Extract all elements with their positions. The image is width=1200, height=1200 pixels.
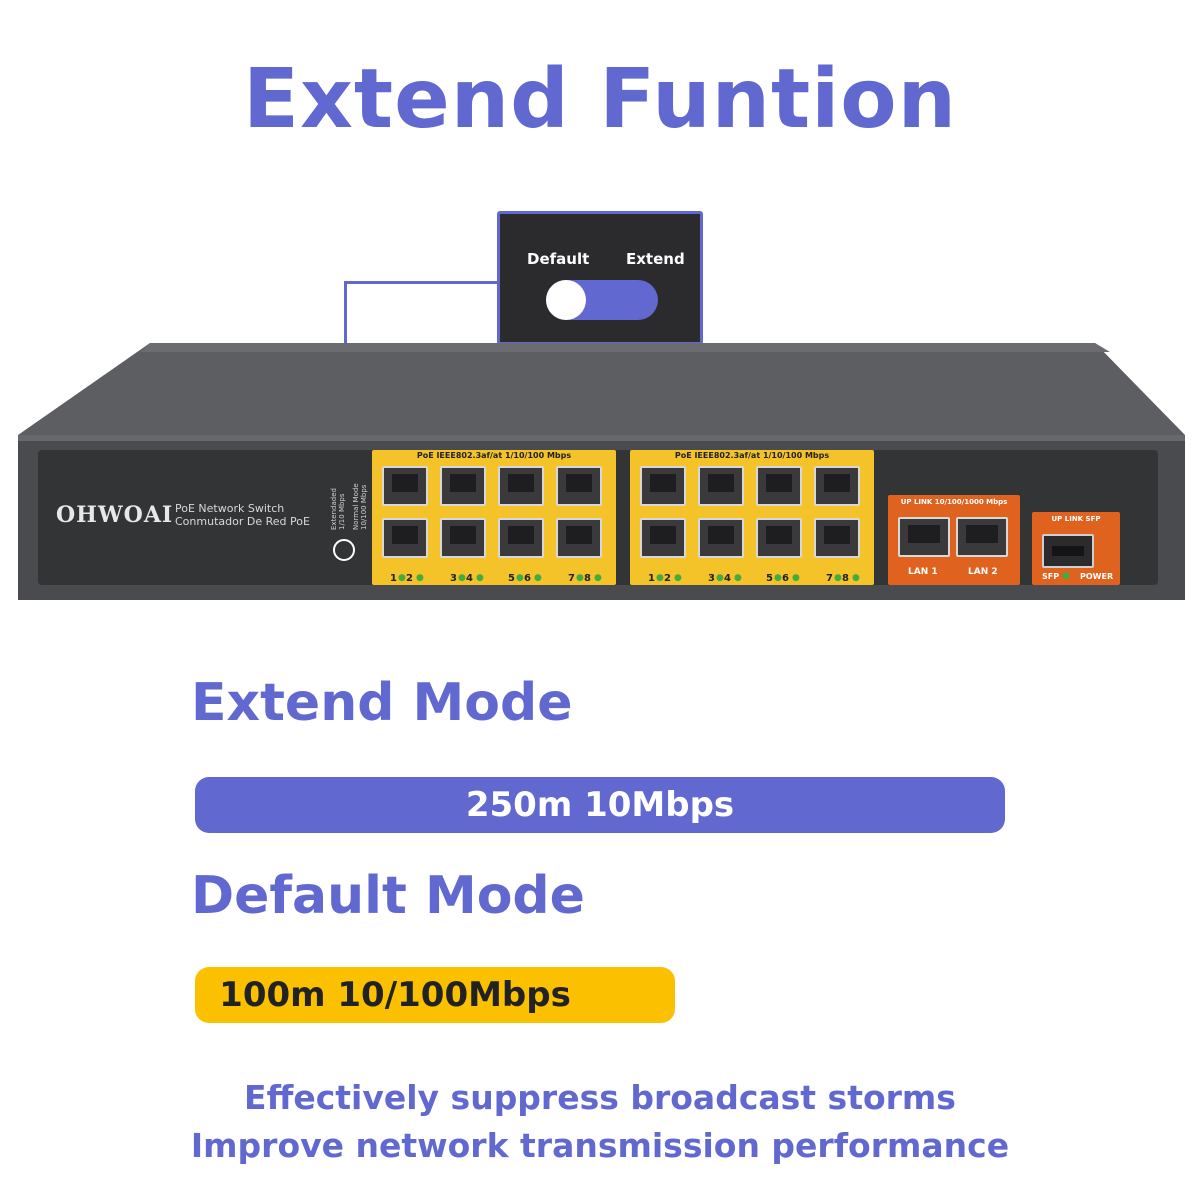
port-number: 1 bbox=[648, 573, 655, 584]
rj45-port[interactable] bbox=[440, 518, 486, 558]
default-mode-title: Default Mode bbox=[191, 866, 585, 926]
sfp-port[interactable] bbox=[1042, 534, 1094, 568]
brand-subtitle-1: PoE Network Switch bbox=[175, 502, 285, 515]
mode-toggle[interactable] bbox=[546, 280, 658, 320]
port-number: 6 bbox=[782, 573, 789, 584]
uplink-lan-group: UP LINK 10/100/1000 Mbps LAN 1 LAN 2 bbox=[888, 495, 1020, 585]
uplink-label: UP LINK 10/100/1000 Mbps bbox=[900, 498, 1008, 506]
headline: Extend Funtion bbox=[242, 52, 958, 147]
rj45-port[interactable] bbox=[382, 466, 428, 506]
port-number: 6 bbox=[524, 573, 531, 584]
led-icon: ● bbox=[852, 573, 860, 583]
poe-group-label: PoE IEEE802.3af/at 1/10/100 Mbps bbox=[674, 451, 830, 460]
rj45-port[interactable] bbox=[640, 518, 686, 558]
poe-port-group-1: PoE IEEE802.3af/at 1/10/100 Mbps 1 ● 2 ●… bbox=[372, 450, 616, 585]
led-icon: ● bbox=[576, 573, 584, 583]
network-switch: OHWOAI PoE Network Switch Conmutador De … bbox=[0, 340, 1200, 610]
power-label: POWER bbox=[1080, 572, 1114, 581]
led-icon: ● bbox=[398, 573, 406, 583]
led-icon: ● bbox=[734, 573, 742, 583]
port-number: 4 bbox=[466, 573, 473, 584]
lan1-label: LAN 1 bbox=[908, 567, 938, 577]
chassis-top bbox=[18, 343, 1185, 435]
port-number: 8 bbox=[584, 573, 591, 584]
port-number: 7 bbox=[568, 573, 575, 584]
dip-label-normal-speed: 10/100 Mbps bbox=[360, 484, 368, 530]
port-number: 5 bbox=[508, 573, 515, 584]
port-number: 7 bbox=[826, 573, 833, 584]
dip-label-normal: Normal Mode bbox=[352, 483, 360, 530]
dip-switch[interactable] bbox=[333, 539, 355, 561]
led-icon: ● bbox=[792, 573, 800, 583]
rj45-port[interactable] bbox=[498, 466, 544, 506]
default-label: Default bbox=[527, 250, 590, 268]
led-icon: ● bbox=[834, 573, 842, 583]
rj45-port[interactable] bbox=[382, 518, 428, 558]
extend-mode-value: 250m 10Mbps bbox=[195, 777, 1005, 833]
led-icon: ● bbox=[716, 573, 724, 583]
toggle-knob[interactable] bbox=[546, 280, 586, 320]
led-icon: ● bbox=[674, 573, 682, 583]
rj45-port[interactable] bbox=[556, 518, 602, 558]
rj45-port[interactable] bbox=[814, 518, 860, 558]
port-number: 3 bbox=[450, 573, 457, 584]
chassis-front-edge bbox=[18, 435, 1185, 441]
mode-switch-callout: Default Extend bbox=[497, 211, 703, 345]
dip-label-extend-speed: 1/10 Mbps bbox=[338, 493, 346, 530]
footer-line-1: Effectively suppress broadcast storms bbox=[244, 1078, 956, 1117]
rj45-port[interactable] bbox=[556, 466, 602, 506]
led-icon: ● bbox=[476, 573, 484, 583]
default-mode-value: 100m 10/100Mbps bbox=[219, 975, 571, 1015]
brand-logo: OHWOAI bbox=[56, 502, 174, 528]
lan2-label: LAN 2 bbox=[968, 567, 998, 577]
lan2-port[interactable] bbox=[956, 517, 1008, 557]
led-icon: ● bbox=[516, 573, 524, 583]
sfp-label: SFP bbox=[1042, 572, 1060, 581]
brand-subtitle-2: Conmutador De Red PoE bbox=[175, 515, 310, 528]
port-number: 8 bbox=[842, 573, 849, 584]
led-icon: ● bbox=[534, 573, 542, 583]
sfp-group-label: UP LINK SFP bbox=[1051, 515, 1101, 523]
led-icon: ● bbox=[774, 573, 782, 583]
port-number: 3 bbox=[708, 573, 715, 584]
led-icon: ● bbox=[656, 573, 664, 583]
default-mode-bar: 100m 10/100Mbps bbox=[195, 967, 675, 1023]
poe-group-label: PoE IEEE802.3af/at 1/10/100 Mbps bbox=[416, 451, 572, 460]
rj45-port[interactable] bbox=[698, 466, 744, 506]
rj45-port[interactable] bbox=[698, 518, 744, 558]
poe-port-group-2: PoE IEEE802.3af/at 1/10/100 Mbps 1 ● 2 ●… bbox=[630, 450, 874, 585]
led-icon: ● bbox=[1062, 571, 1070, 581]
led-icon: ● bbox=[594, 573, 602, 583]
lan1-port[interactable] bbox=[898, 517, 950, 557]
extend-label: Extend bbox=[626, 250, 685, 268]
rj45-port[interactable] bbox=[814, 466, 860, 506]
rj45-port[interactable] bbox=[440, 466, 486, 506]
chassis-top-edge bbox=[140, 343, 1110, 352]
port-number: 2 bbox=[664, 573, 671, 584]
rj45-port[interactable] bbox=[756, 466, 802, 506]
rj45-port[interactable] bbox=[756, 518, 802, 558]
rj45-port[interactable] bbox=[498, 518, 544, 558]
port-number: 5 bbox=[766, 573, 773, 584]
led-icon: ● bbox=[416, 573, 424, 583]
port-number: 2 bbox=[406, 573, 413, 584]
extend-mode-title: Extend Mode bbox=[191, 673, 573, 733]
uplink-sfp-group: UP LINK SFP SFP ● POWER bbox=[1032, 512, 1120, 585]
dip-label-extend: Extendaded bbox=[330, 488, 338, 530]
rj45-port[interactable] bbox=[640, 466, 686, 506]
footer-line-2: Improve network transmission performance bbox=[190, 1126, 1010, 1165]
port-number: 4 bbox=[724, 573, 731, 584]
port-number: 1 bbox=[390, 573, 397, 584]
led-icon: ● bbox=[458, 573, 466, 583]
